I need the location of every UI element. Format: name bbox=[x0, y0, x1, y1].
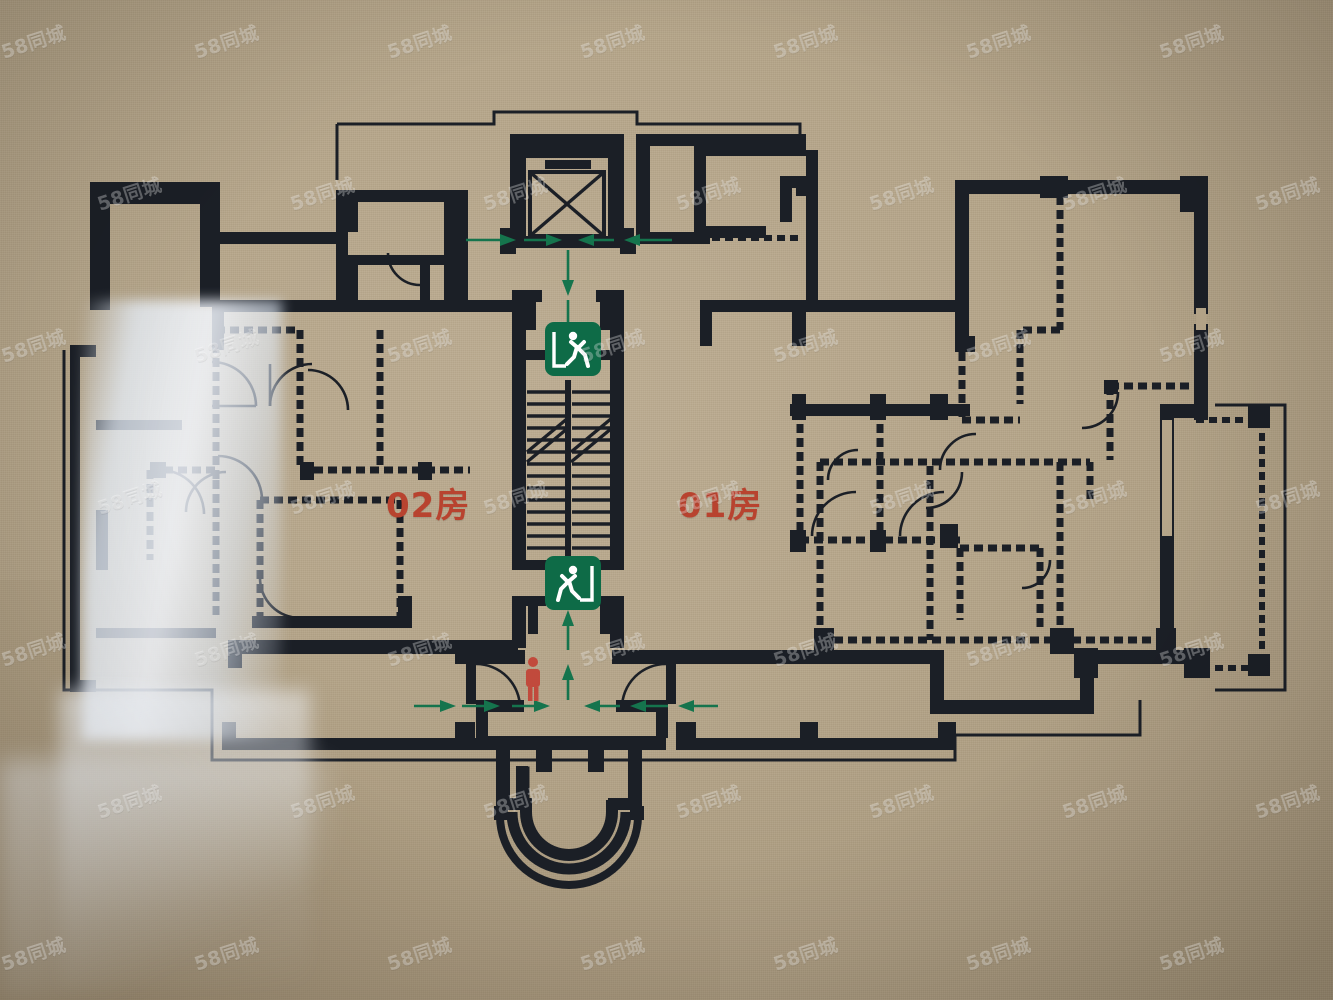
stair-treads-left bbox=[527, 390, 565, 550]
core-elevator-stair bbox=[500, 134, 636, 648]
exit-sign-lower-icon bbox=[545, 556, 601, 610]
stair-treads-right bbox=[572, 390, 610, 550]
exit-sign-upper-icon bbox=[545, 322, 601, 376]
entrance-lobby bbox=[455, 650, 690, 889]
unit-02-label: 02房 bbox=[386, 478, 470, 527]
you-are-here-marker-icon bbox=[526, 657, 540, 701]
unit-01-label: 01房 bbox=[678, 478, 762, 527]
photo-glare-tertiary bbox=[0, 760, 330, 1000]
unit-01-walls bbox=[636, 134, 1270, 750]
photo-glare-primary bbox=[82, 300, 282, 740]
evacuation-arrows-lower bbox=[414, 610, 718, 712]
photo-glare-secondary bbox=[60, 690, 310, 990]
